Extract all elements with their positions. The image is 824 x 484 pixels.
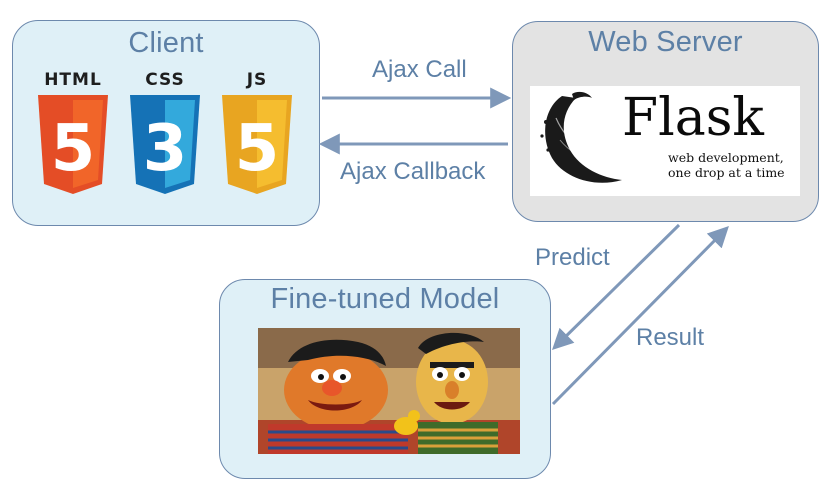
- ajax-callback-label: Ajax Callback: [340, 158, 486, 185]
- js-logo: JS 5: [218, 70, 296, 200]
- css3-logo-label: CSS: [145, 70, 185, 90]
- flask-horn-icon: [540, 91, 622, 183]
- model-title: Fine-tuned Model: [270, 283, 500, 315]
- ajax-call-label: Ajax Call: [372, 56, 467, 83]
- predict-arrow: [552, 223, 681, 350]
- css3-shield-icon: 3: [130, 95, 200, 194]
- html5-shield-icon: 5: [38, 95, 108, 194]
- flask-tagline-line-1: web development,: [668, 150, 784, 165]
- flask-wordmark: Flask: [622, 88, 764, 148]
- flask-logo: Flask web development, one drop at a tim…: [530, 86, 800, 196]
- flask-tagline: web development, one drop at a time: [668, 150, 785, 180]
- js-logo-label: JS: [246, 70, 268, 90]
- css3-digit: 3: [143, 112, 188, 186]
- html5-logo-label: HTML: [44, 70, 102, 90]
- js-digit: 5: [235, 112, 280, 186]
- result-arrow: [551, 226, 729, 406]
- model-photo: [258, 328, 520, 454]
- flask-tagline-line-2: one drop at a time: [668, 165, 785, 180]
- html5-logo: HTML 5: [34, 70, 112, 200]
- html5-digit: 5: [51, 112, 96, 186]
- predict-label: Predict: [535, 244, 610, 271]
- client-title: Client: [128, 27, 204, 59]
- web-server-title: Web Server: [588, 26, 743, 58]
- js-shield-icon: 5: [222, 95, 292, 194]
- result-label: Result: [636, 324, 705, 351]
- css3-logo: CSS 3: [126, 70, 204, 200]
